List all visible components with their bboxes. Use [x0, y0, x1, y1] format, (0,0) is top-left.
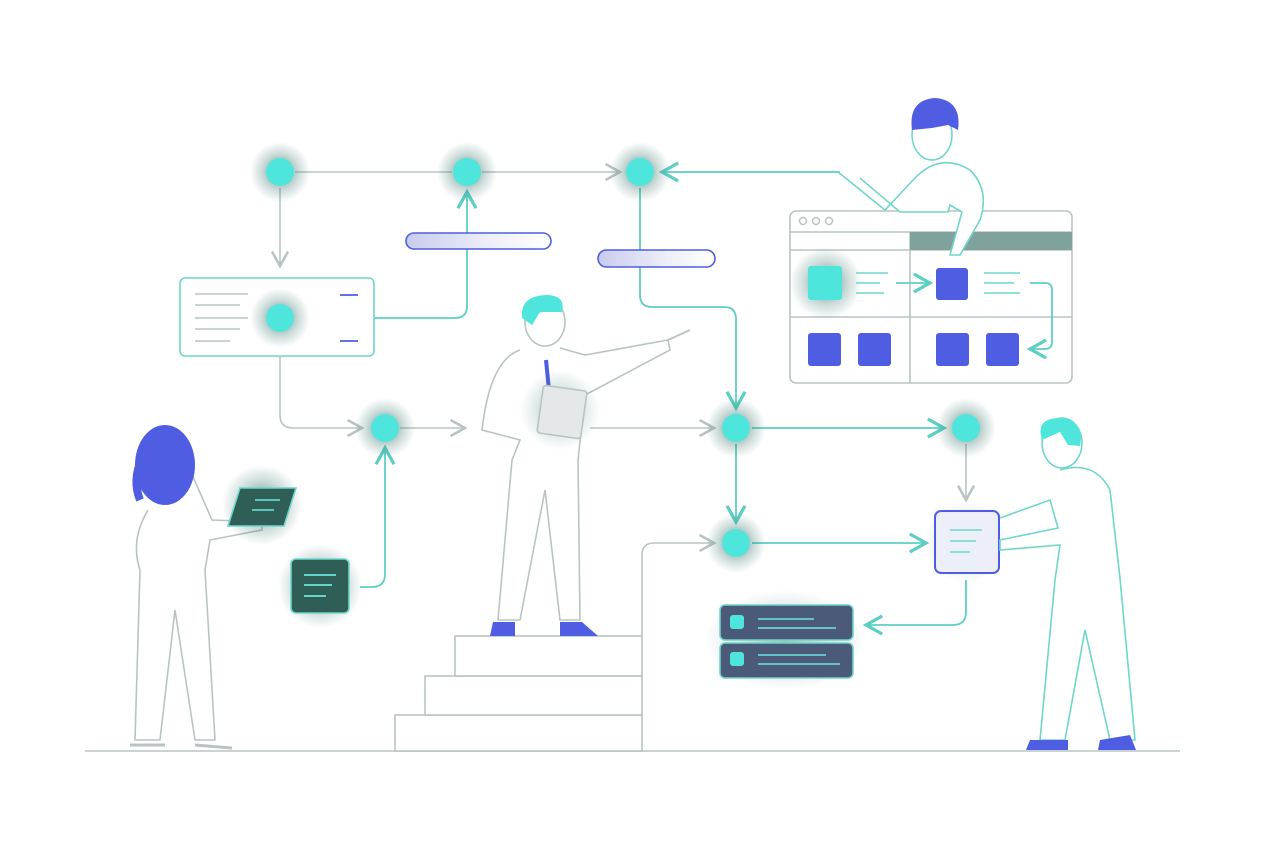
laptop-icon [222, 465, 302, 545]
tablet-icon [536, 384, 588, 440]
workflow-node-icon [250, 288, 310, 348]
pointing-person [837, 98, 985, 256]
carrying-man [999, 417, 1136, 750]
workflow-node-icon [437, 142, 497, 202]
progress-pill [597, 249, 716, 268]
document-icon [924, 500, 1008, 584]
workflow-node-icon [706, 513, 766, 573]
progress-pill [405, 232, 552, 250]
workflow-nodes [250, 142, 996, 573]
workflow-node-icon [706, 398, 766, 458]
list-cards [705, 590, 865, 690]
stairs [394, 635, 643, 752]
woman-with-laptop [130, 425, 302, 750]
dashboard-window-icon [789, 210, 1073, 384]
workflow-node-icon [250, 142, 310, 202]
presenter-man [481, 295, 691, 636]
connectors [270, 161, 976, 636]
workflow-node-icon [610, 142, 670, 202]
workflow-node-icon [355, 398, 415, 458]
document-icon [278, 544, 362, 628]
workflow-node-icon [936, 398, 996, 458]
